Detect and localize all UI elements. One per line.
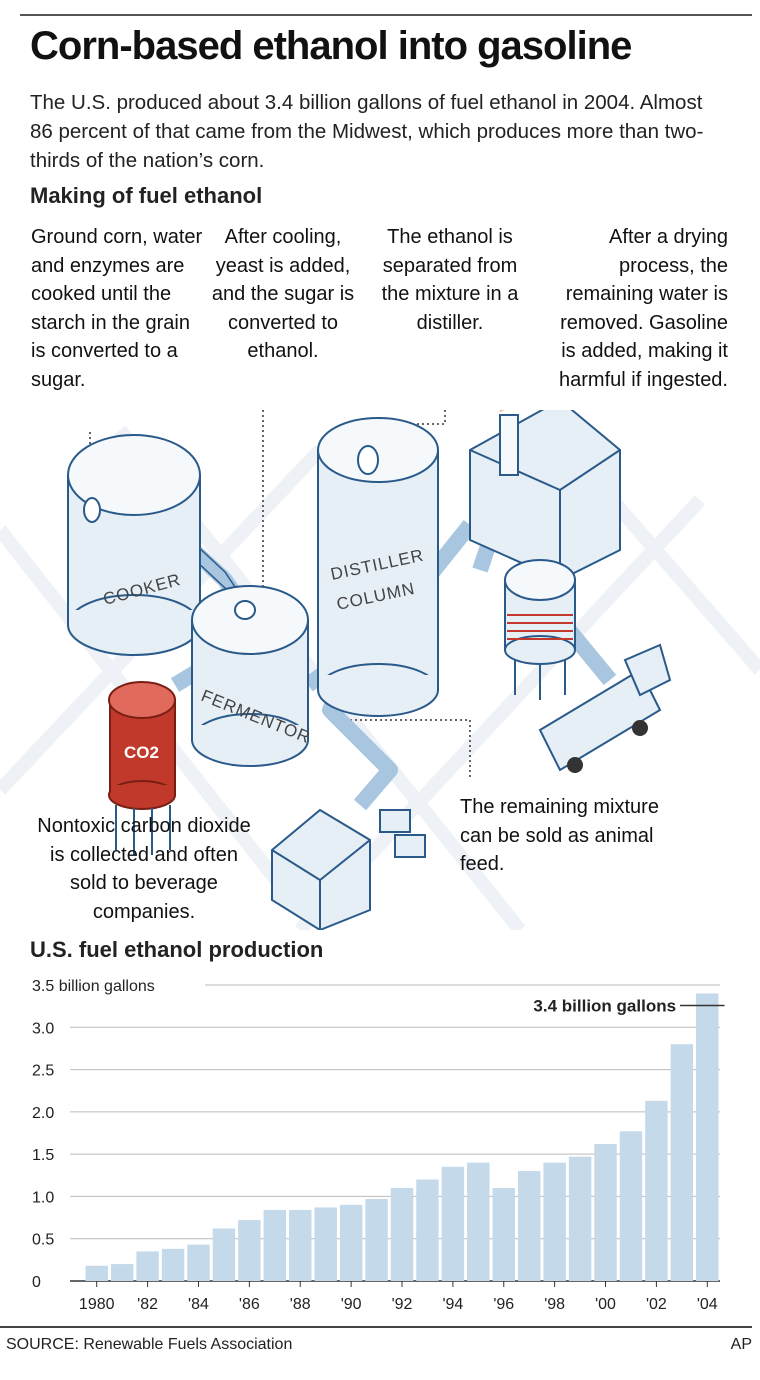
x-tick-label: '82: [137, 1296, 158, 1313]
bar-2003: [670, 1044, 694, 1281]
bar-2004: [696, 993, 719, 1281]
chart-x-axis: 1980 '82 '84 '86 '88 '90 '92 '94 '96 '98 '00 '02 '04: [79, 1281, 718, 1313]
chart-bars: [85, 993, 719, 1281]
process-heading: Making of fuel ethanol: [30, 183, 263, 208]
co2-label: CO2: [124, 743, 159, 762]
bar-1985: [212, 1228, 236, 1281]
bar-1996: [492, 1187, 515, 1281]
y-tick-label: 0.5: [32, 1232, 54, 1249]
bar-1992: [390, 1187, 414, 1281]
step-fermenting-text: After cooling, yeast is added, and the s…: [211, 226, 355, 362]
bar-1983: [161, 1248, 185, 1281]
x-tick-label: '94: [442, 1296, 463, 1313]
distiller-column: DISTILLER COLUMN: [317, 417, 439, 717]
x-tick-label: '86: [239, 1296, 260, 1313]
fermentor-tank: FERMENTOR: [191, 585, 314, 767]
bar-1988: [289, 1209, 312, 1281]
step-cooking-text: Ground corn, water and enzymes are cooke…: [31, 226, 203, 391]
bar-2001: [619, 1131, 643, 1281]
x-tick-label: '90: [341, 1296, 362, 1313]
bar-1997: [517, 1171, 541, 1281]
co2-tank: CO2: [108, 681, 176, 855]
bar-1993: [416, 1179, 439, 1281]
x-tick-label: '98: [544, 1296, 565, 1313]
bar-1999: [568, 1156, 592, 1281]
chart-annotation: 3.4 billion gallons: [533, 996, 725, 1015]
y-tick-label: 3.0: [32, 1020, 54, 1037]
bar-1994: [441, 1166, 465, 1281]
y-tick-label: 2.5: [32, 1063, 54, 1080]
bottom-rule: [0, 1326, 752, 1328]
x-tick-label: 1980: [79, 1296, 115, 1313]
x-tick-label: '00: [595, 1296, 616, 1313]
bar-1981: [110, 1264, 134, 1281]
y-tick-label: 1.5: [32, 1147, 54, 1164]
co2-callout: Nontoxic carbon dioxide is collected and…: [37, 815, 251, 923]
step-drying-text: After a drying process, the remaining wa…: [559, 226, 728, 391]
feed-callout: The remaining mixture can be sold as ani…: [460, 796, 659, 875]
bar-1986: [238, 1220, 261, 1281]
y-tick-label: 0: [32, 1274, 41, 1291]
bar-1984: [187, 1244, 210, 1281]
page-title: Corn-based ethanol into gasoline: [30, 24, 632, 68]
cooker-tank: COOKER: [67, 434, 201, 656]
bar-2000: [594, 1143, 617, 1281]
x-tick-label: '92: [392, 1296, 413, 1313]
x-tick-label: '84: [188, 1296, 209, 1313]
chart-y-axis: 0 0.5 1.0 1.5 2.0 2.5 3.0 3.5 billion gallons: [32, 978, 155, 1291]
tanker-truck: [538, 643, 672, 773]
bar-1990: [339, 1204, 363, 1281]
bar-1982: [136, 1251, 159, 1281]
ethanol-process-diagram: COOKER DISTILLER COLUMN FERMENTOR CO2: [0, 410, 760, 930]
bar-1980: [85, 1265, 108, 1281]
bar-1995: [467, 1162, 490, 1281]
drying-building: [469, 410, 621, 582]
x-tick-label: '04: [697, 1296, 718, 1313]
y-tick-label: 3.5 billion gallons: [32, 978, 155, 995]
x-tick-label: '02: [646, 1296, 667, 1313]
bar-1989: [314, 1207, 337, 1281]
ethanol-production-chart: 0 0.5 1.0 1.5 2.0 2.5 3.0 3.5 billion gallons 1…: [32, 978, 725, 1313]
x-tick-label: '96: [493, 1296, 514, 1313]
x-tick-label: '88: [290, 1296, 311, 1313]
chart-title: U.S. fuel ethanol production: [30, 937, 324, 962]
animal-feed-building: [271, 808, 426, 930]
top-rule: [20, 14, 752, 16]
step-distilling-text: The ethanol is separated from the mixtur…: [381, 226, 519, 334]
bar-1991: [365, 1198, 388, 1281]
annotation-label: 3.4 billion gallons: [533, 996, 676, 1015]
bar-2002: [645, 1100, 668, 1281]
source-note: SOURCE: Renewable Fuels Association: [6, 1336, 293, 1353]
y-tick-label: 2.0: [32, 1105, 54, 1122]
gasoline-tank: [504, 559, 576, 700]
credit-label: AP: [730, 1336, 752, 1353]
bar-1987: [263, 1209, 287, 1281]
y-tick-label: 1.0: [32, 1189, 54, 1206]
intro-text: The U.S. produced about 3.4 billion gall…: [30, 91, 704, 172]
bar-1998: [543, 1162, 566, 1281]
